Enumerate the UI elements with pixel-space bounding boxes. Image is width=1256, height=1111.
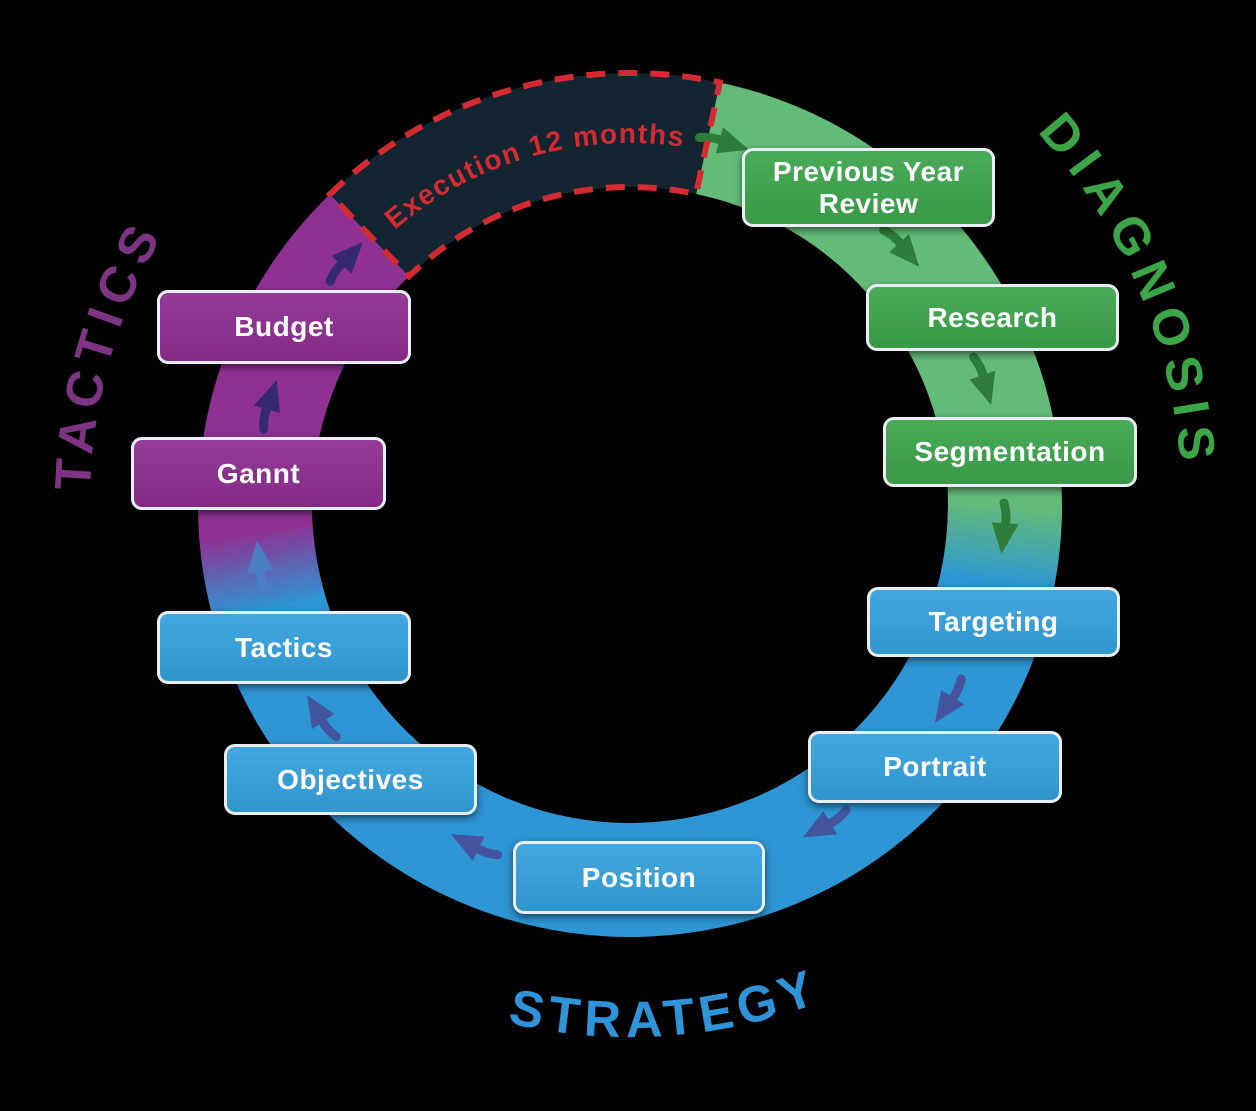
ring-segment-strategy <box>204 538 1060 937</box>
step-box-position: Position <box>513 841 765 914</box>
flow-arrow <box>879 225 920 267</box>
flow-arrows <box>247 127 1019 861</box>
step-box-budget: Budget <box>157 290 411 364</box>
step-box-gannt: Gannt <box>131 437 386 510</box>
flow-arrow <box>325 242 363 286</box>
step-box-targeting: Targeting <box>867 587 1120 657</box>
flow-arrow <box>307 695 341 742</box>
flow-arrow <box>802 805 851 838</box>
step-box-previous-year-review: Previous Year Review <box>742 148 995 227</box>
flow-arrow <box>451 834 503 861</box>
flow-arrow <box>694 127 750 154</box>
flow-arrow <box>253 379 280 434</box>
flow-arrow <box>247 540 274 596</box>
step-box-objectives: Objectives <box>224 744 477 815</box>
flow-arrow <box>969 352 996 405</box>
step-box-tactics: Tactics <box>157 611 411 684</box>
strategy-section-label: STRATEGY <box>505 957 827 1048</box>
flow-arrow <box>934 674 966 723</box>
ring-segment-execution <box>325 70 724 281</box>
step-box-research: Research <box>866 284 1119 351</box>
ring-segment-tactics <box>198 194 410 581</box>
flow-arrow <box>991 498 1019 555</box>
step-box-portrait: Portrait <box>808 731 1062 803</box>
step-box-segmentation: Segmentation <box>883 417 1137 487</box>
